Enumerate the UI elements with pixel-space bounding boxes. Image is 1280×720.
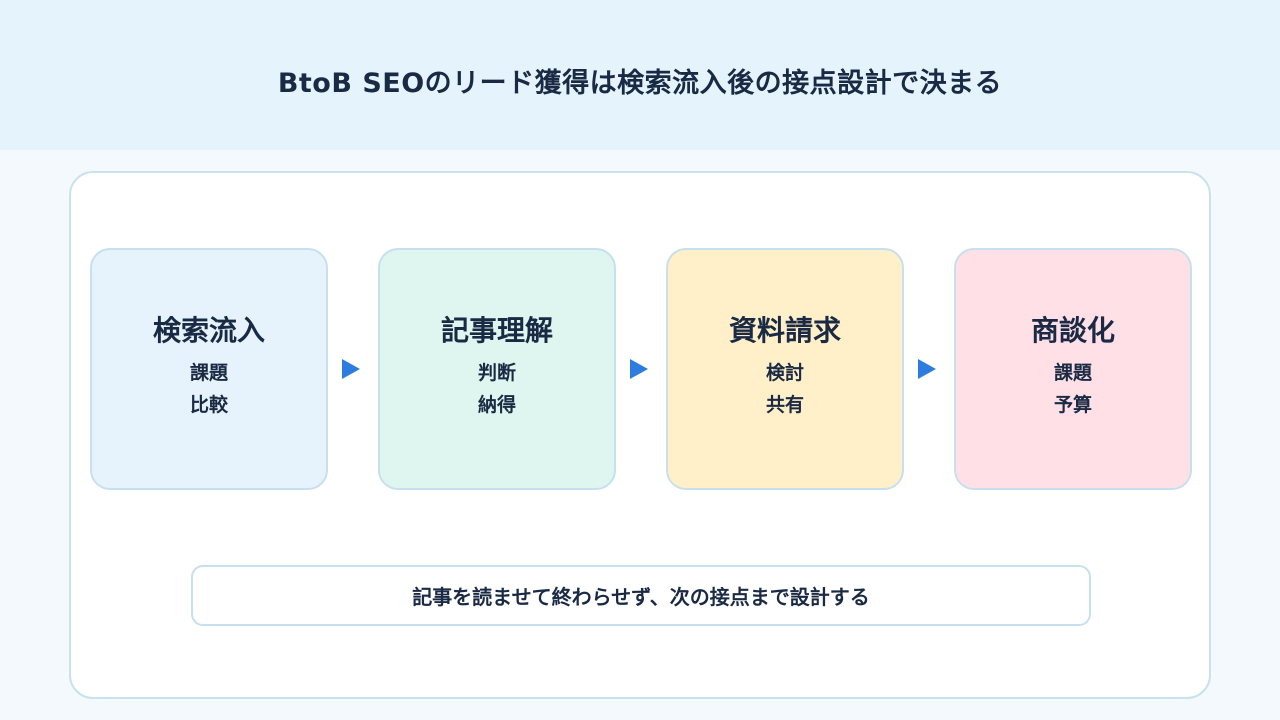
arrow-right-icon [630,359,648,379]
arrow-right-icon [918,359,936,379]
page-title: BtoB SEOのリード獲得は検索流入後の接点設計で決まる [277,67,1003,99]
step-document-request: 資料請求 検討 共有 [666,248,904,490]
step-item: 課題 [189,362,228,384]
arrow-right-icon [342,359,360,379]
step-search-traffic: 検索流入 課題 比較 [90,248,328,490]
step-title: 記事理解 [440,314,553,347]
step-article-understanding: 記事理解 判断 納得 [378,248,616,490]
step-item: 共有 [765,394,804,416]
step-item: 検討 [765,362,804,384]
step-item: 課題 [1053,362,1092,384]
step-title: 商談化 [1030,314,1115,347]
flow-panel: 検索流入 課題 比較 記事理解 判断 納得 資料請求 検討 共有 商談化 課題 … [69,171,1211,699]
footer-message-box: 記事を読ませて終わらせず、次の接点まで設計する [191,565,1091,626]
step-title: 資料請求 [728,314,841,347]
step-item: 比較 [189,394,228,416]
step-item: 判断 [477,362,516,384]
footer-message: 記事を読ませて終わらせず、次の接点まで設計する [412,585,870,609]
step-title: 検索流入 [152,314,265,347]
header-band: BtoB SEOのリード獲得は検索流入後の接点設計で決まる [0,0,1280,150]
step-business-negotiation: 商談化 課題 予算 [954,248,1192,490]
step-item: 予算 [1053,394,1092,416]
step-item: 納得 [477,394,516,416]
